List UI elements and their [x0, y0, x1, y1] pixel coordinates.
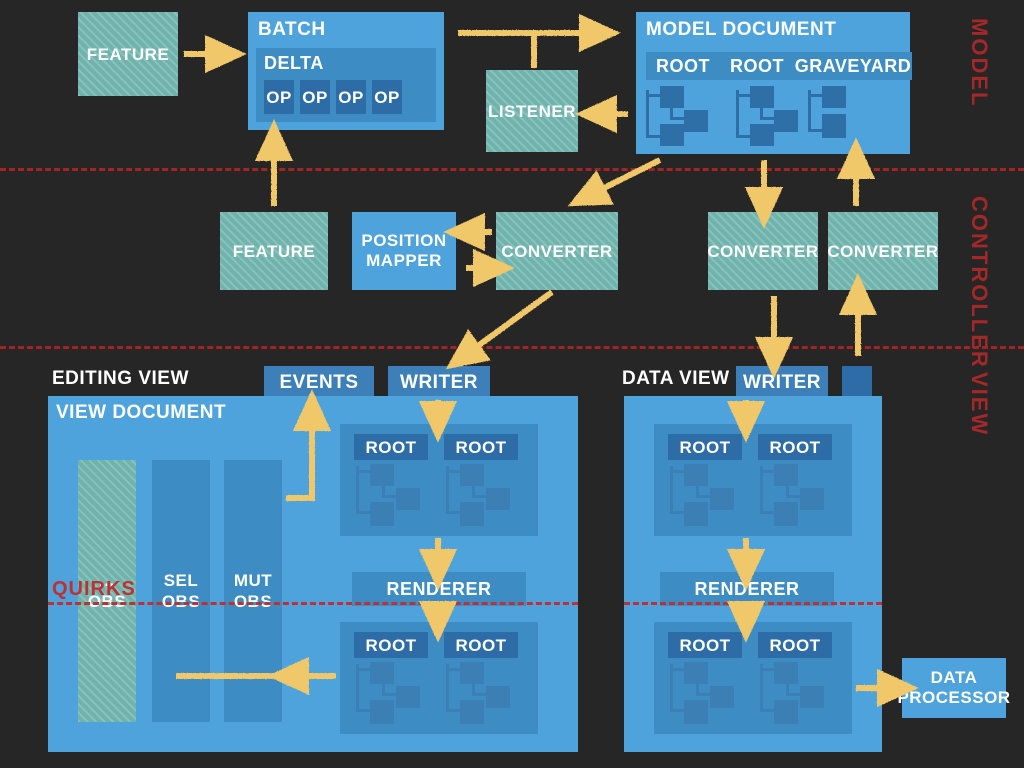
op-chip[interactable]: OP: [336, 80, 366, 114]
model-feature-box[interactable]: FEATURE: [78, 12, 178, 96]
model-tree-1: [646, 84, 716, 146]
editing-view-upper-tree-group: ROOT ROOT: [340, 424, 538, 536]
model-document-box[interactable]: MODEL DOCUMENT ROOT ROOT GRAVEYARD: [636, 12, 912, 154]
data-view-upper-tree-group: ROOT ROOT: [654, 424, 852, 536]
root-chip[interactable]: ROOT: [668, 632, 742, 658]
root-chip[interactable]: ROOT: [354, 632, 428, 658]
model-root-chip[interactable]: ROOT: [720, 52, 794, 80]
data-view-renderer[interactable]: RENDERER: [660, 572, 834, 606]
controller-feature-box[interactable]: FEATURE: [220, 212, 328, 290]
root-chip[interactable]: ROOT: [668, 434, 742, 460]
data-processor-line1: DATA: [930, 668, 978, 688]
editing-tree-b: [446, 464, 526, 526]
layer-label-model: MODEL: [967, 18, 992, 108]
data-view-label: DATA VIEW: [622, 368, 730, 389]
editing-view-label: EDITING VIEW: [52, 368, 189, 389]
observer-line2: OBS: [233, 592, 273, 611]
op-chip[interactable]: OP: [300, 80, 330, 114]
editing-view-tab-events[interactable]: EVENTS: [264, 366, 374, 398]
root-chip[interactable]: ROOT: [758, 632, 832, 658]
observer-box-other[interactable]: ... OBS: [78, 460, 136, 722]
root-chip[interactable]: ROOT: [354, 434, 428, 460]
editing-view-renderer[interactable]: RENDERER: [352, 572, 526, 606]
model-graveyard-chip[interactable]: GRAVEYARD: [794, 52, 912, 80]
converter-box-data-up[interactable]: CONVERTER: [827, 212, 938, 290]
divider-controller-view: [0, 346, 1024, 349]
data-view-tab-extra[interactable]: [842, 366, 872, 398]
view-document-title: VIEW DOCUMENT: [56, 402, 227, 423]
op-chip[interactable]: OP: [372, 80, 402, 114]
editing-view-lower-tree-group: ROOT ROOT: [340, 622, 538, 734]
divider-model-controller: [0, 168, 1024, 171]
editing-view-tab-writer[interactable]: WRITER: [388, 366, 490, 398]
model-tree-graveyard: [808, 84, 868, 146]
listener-box[interactable]: LISTENER: [486, 70, 578, 152]
observer-line2: OBS: [87, 592, 127, 611]
delta-box[interactable]: DELTA OP OP OP OP: [256, 48, 436, 122]
observer-line1: MUT: [233, 570, 273, 590]
data-view-tab-writer[interactable]: WRITER: [736, 366, 828, 398]
op-chip[interactable]: OP: [264, 80, 294, 114]
editing-tree-a: [356, 464, 436, 526]
quirks-label: QUIRKS: [52, 578, 136, 600]
model-root-chip[interactable]: ROOT: [646, 52, 720, 80]
data-processor-box[interactable]: DATA PROCESSOR: [897, 658, 1010, 718]
converter-box-editing[interactable]: CONVERTER: [496, 212, 618, 290]
batch-title: BATCH: [258, 19, 326, 40]
observer-box-mutation[interactable]: MUT OBS: [224, 460, 282, 722]
editing-tree-d: [446, 662, 526, 724]
batch-box[interactable]: BATCH DELTA OP OP OP OP: [248, 12, 444, 130]
quirks-divider-editing: [48, 602, 578, 605]
data-view-lower-tree-group: ROOT ROOT: [654, 622, 852, 734]
root-chip[interactable]: ROOT: [444, 632, 518, 658]
model-document-title: MODEL DOCUMENT: [646, 19, 837, 40]
layer-label-view: VIEW: [967, 372, 992, 437]
data-tree-c: [670, 662, 750, 724]
observer-box-selection[interactable]: SEL OBS: [152, 460, 210, 722]
root-chip[interactable]: ROOT: [444, 434, 518, 460]
arrow-model-document-to-converter: [567, 157, 662, 207]
observer-line1: ...: [99, 570, 115, 590]
position-mapper-box[interactable]: POSITION MAPPER: [352, 212, 456, 290]
delta-title: DELTA: [264, 53, 324, 73]
root-chip[interactable]: ROOT: [758, 434, 832, 460]
data-tree-d: [760, 662, 840, 724]
quirks-divider-data: [624, 602, 882, 605]
data-processor-line2: PROCESSOR: [897, 688, 1011, 707]
data-tree-b: [760, 464, 840, 526]
converter-box-data-down[interactable]: CONVERTER: [707, 212, 818, 290]
editing-tree-c: [356, 662, 436, 724]
observer-line1: SEL: [163, 570, 199, 590]
layer-label-controller: CONTROLLER: [967, 196, 992, 369]
model-tree-2: [736, 84, 806, 146]
data-tree-a: [670, 464, 750, 526]
observer-line2: OBS: [161, 592, 201, 611]
